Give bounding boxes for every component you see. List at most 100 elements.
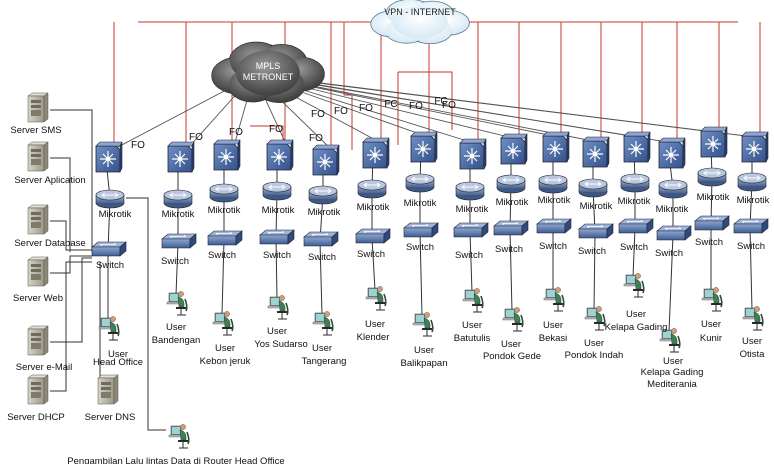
switch-icon: [207, 230, 243, 246]
fiber-label: FO: [359, 103, 373, 114]
router-icon: [697, 167, 727, 187]
server-link-line: [50, 255, 92, 274]
user-workstation-icon: [502, 307, 524, 332]
router-label: Mikrotik: [357, 202, 390, 213]
core-switch-icon: [213, 139, 241, 171]
vpn-link-line: [250, 125, 284, 145]
site-label: Kebon jeruk: [200, 356, 251, 367]
switch-label: Switch: [655, 248, 683, 259]
server-icon: [27, 374, 49, 405]
user-label: User: [462, 320, 482, 331]
core-switch-icon: [623, 131, 651, 163]
user-workstation-icon: [98, 316, 120, 341]
user-label: User: [663, 356, 683, 367]
footer-caption: Pengambilan Lalu lintas Data di Router H…: [67, 456, 284, 464]
fiber-label: FO: [189, 132, 203, 143]
server-label: Server Database: [14, 238, 85, 249]
site-label: Kunir: [700, 333, 722, 344]
router-icon: [737, 172, 767, 192]
switch-icon: [694, 215, 730, 231]
switch-label: Switch: [737, 241, 765, 252]
core-switch-icon: [312, 144, 340, 176]
switch-label: Switch: [161, 256, 189, 267]
site-label: Kelapa Gading: [641, 367, 704, 378]
user-label: User: [215, 343, 235, 354]
server-label: Server DHCP: [7, 412, 65, 423]
switch-label: Switch: [357, 249, 385, 260]
vpn-cloud: [370, 0, 470, 45]
site-label: Batutulis: [454, 333, 491, 344]
switch-icon: [355, 228, 391, 244]
router-label: Mikrotik: [162, 209, 195, 220]
fiber-link-line: [282, 78, 680, 145]
switch-user-line: [668, 234, 674, 333]
server-icon: [27, 325, 49, 356]
server-icon: [27, 204, 49, 235]
user-label: User: [312, 343, 332, 354]
router-label: Mikrotik: [262, 205, 295, 216]
server-link-line: [50, 157, 71, 252]
fiber-label: FO: [131, 140, 145, 151]
server-label: Server SMS: [10, 125, 61, 136]
site-label: Balikpapan: [400, 358, 447, 369]
switch-icon: [493, 220, 529, 236]
switch-icon: [161, 233, 197, 249]
fiber-label: FC: [384, 99, 397, 110]
site-label: Pondok Indah: [565, 350, 624, 361]
server-icon: [27, 256, 49, 287]
router-label: Mikrotik: [580, 201, 613, 212]
user-workstation-icon: [312, 311, 334, 336]
user-workstation-icon: [462, 288, 484, 313]
router-icon: [357, 179, 387, 199]
core-switch-icon: [167, 141, 195, 173]
vpn-link-line: [398, 71, 453, 130]
core-switch-icon: [266, 139, 294, 171]
server-label: Server Web: [13, 293, 63, 304]
user-workstation-icon: [659, 328, 681, 353]
fiber-label: FO: [229, 127, 243, 138]
switch-icon: [536, 218, 572, 234]
router-icon: [658, 179, 688, 199]
site-label: Yos Sudarso: [254, 339, 308, 350]
switch-label: Switch: [406, 242, 434, 253]
fiber-link-line: [270, 78, 522, 141]
server-label: Server e-Mail: [16, 362, 73, 373]
site-label: Tangerang: [302, 356, 347, 367]
user-label: User: [701, 319, 721, 330]
links-layer: [50, 21, 763, 431]
vpn-cloud-label: VPN - INTERNET: [384, 7, 456, 17]
user-workstation-icon: [701, 287, 723, 312]
fiber-label: FO: [334, 106, 348, 117]
switch-user-line: [175, 242, 179, 296]
switch-user-line: [275, 238, 278, 300]
router-icon: [496, 174, 526, 194]
user-label: User: [108, 349, 128, 360]
core-switch-icon: [410, 131, 438, 163]
switch-icon: [578, 223, 614, 239]
switch-label: Switch: [620, 242, 648, 253]
switch-label: Switch: [539, 241, 567, 252]
router-label: Mikrotik: [656, 204, 689, 215]
fiber-label: FO: [442, 100, 456, 111]
router-label: Mikrotik: [99, 209, 132, 220]
core-switch-icon: [582, 136, 610, 168]
router-label: Mikrotik: [404, 198, 437, 209]
switch-user-line: [419, 231, 423, 317]
user-workstation-icon: [412, 312, 434, 337]
site-label: Bekasi: [539, 333, 568, 344]
switch-label: Switch: [208, 250, 236, 261]
switch-icon: [618, 218, 654, 234]
user-workstation-icon: [584, 306, 606, 331]
fiber-link-line: [273, 78, 564, 139]
user-label: User: [414, 345, 434, 356]
server-icon: [27, 92, 49, 123]
router-icon: [538, 174, 568, 194]
core-switch-icon: [362, 137, 390, 169]
server-icon: [97, 374, 119, 405]
router-icon: [163, 189, 193, 209]
core-switch-icon: [459, 138, 487, 170]
user-workstation-icon: [212, 311, 234, 336]
